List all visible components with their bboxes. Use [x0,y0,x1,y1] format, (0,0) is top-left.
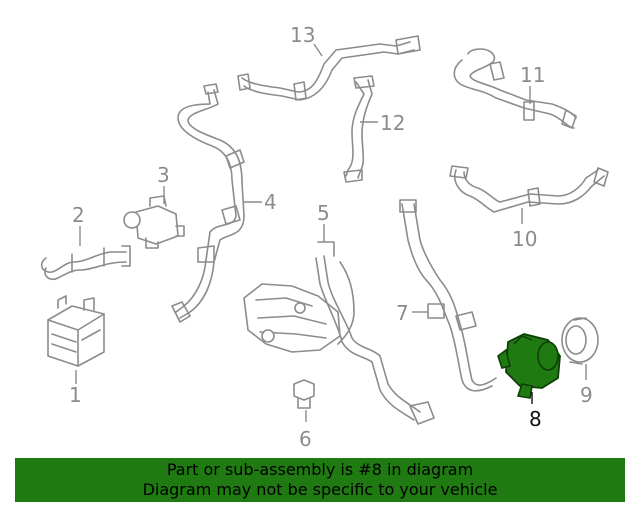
svg-text:6: 6 [299,427,312,451]
part-1-reservoir[interactable] [47,295,105,367]
svg-text:11: 11 [520,63,545,87]
callout-3: 3 [157,163,170,204]
callout-4: 4 [244,190,277,214]
svg-text:13: 13 [290,23,315,47]
svg-text:12: 12 [380,111,405,135]
callout-8: 8 [529,392,542,431]
svg-text:9: 9 [580,383,593,407]
callout-11: 11 [520,63,545,104]
callout-10: 10 [512,208,537,251]
callout-5: 5 [317,201,330,242]
svg-text:10: 10 [512,227,537,251]
exploded-parts-diagram: 1 2 3 4 5 6 7 8 9 10 11 12 [40,23,609,451]
svg-text:8: 8 [529,407,542,431]
callout-13: 13 [290,23,323,57]
callout-1: 1 [69,370,82,407]
svg-text:5: 5 [317,201,330,225]
banner-line-2: Diagram may not be specific to your vehi… [142,480,498,499]
part-4-hose[interactable] [171,83,245,323]
part-12-hose[interactable] [343,75,375,183]
callout-2: 2 [72,203,85,246]
svg-text:3: 3 [157,163,170,187]
part-7-hose[interactable] [399,199,497,392]
part-6-fitting[interactable] [293,379,315,409]
part-13-hose[interactable] [237,35,421,101]
part-11-hose[interactable] [453,48,577,129]
selected-part-banner: Part or sub-assembly is #8 in diagram Di… [15,458,625,502]
svg-text:4: 4 [264,190,277,214]
callout-7: 7 [396,301,428,325]
part-10-hose[interactable] [449,165,609,213]
callout-12: 12 [360,111,405,135]
svg-text:1: 1 [69,383,82,407]
part-8-water-pump[interactable] [497,333,561,399]
part-3-valve[interactable] [123,195,185,249]
callout-6: 6 [299,410,312,451]
part-9-ring[interactable] [561,317,599,365]
svg-text:7: 7 [396,301,409,325]
part-5-manifold[interactable] [243,241,435,425]
callout-9: 9 [580,364,593,407]
banner-line-1: Part or sub-assembly is #8 in diagram [166,460,474,479]
part-2-hose[interactable] [40,245,131,281]
svg-text:2: 2 [72,203,85,227]
